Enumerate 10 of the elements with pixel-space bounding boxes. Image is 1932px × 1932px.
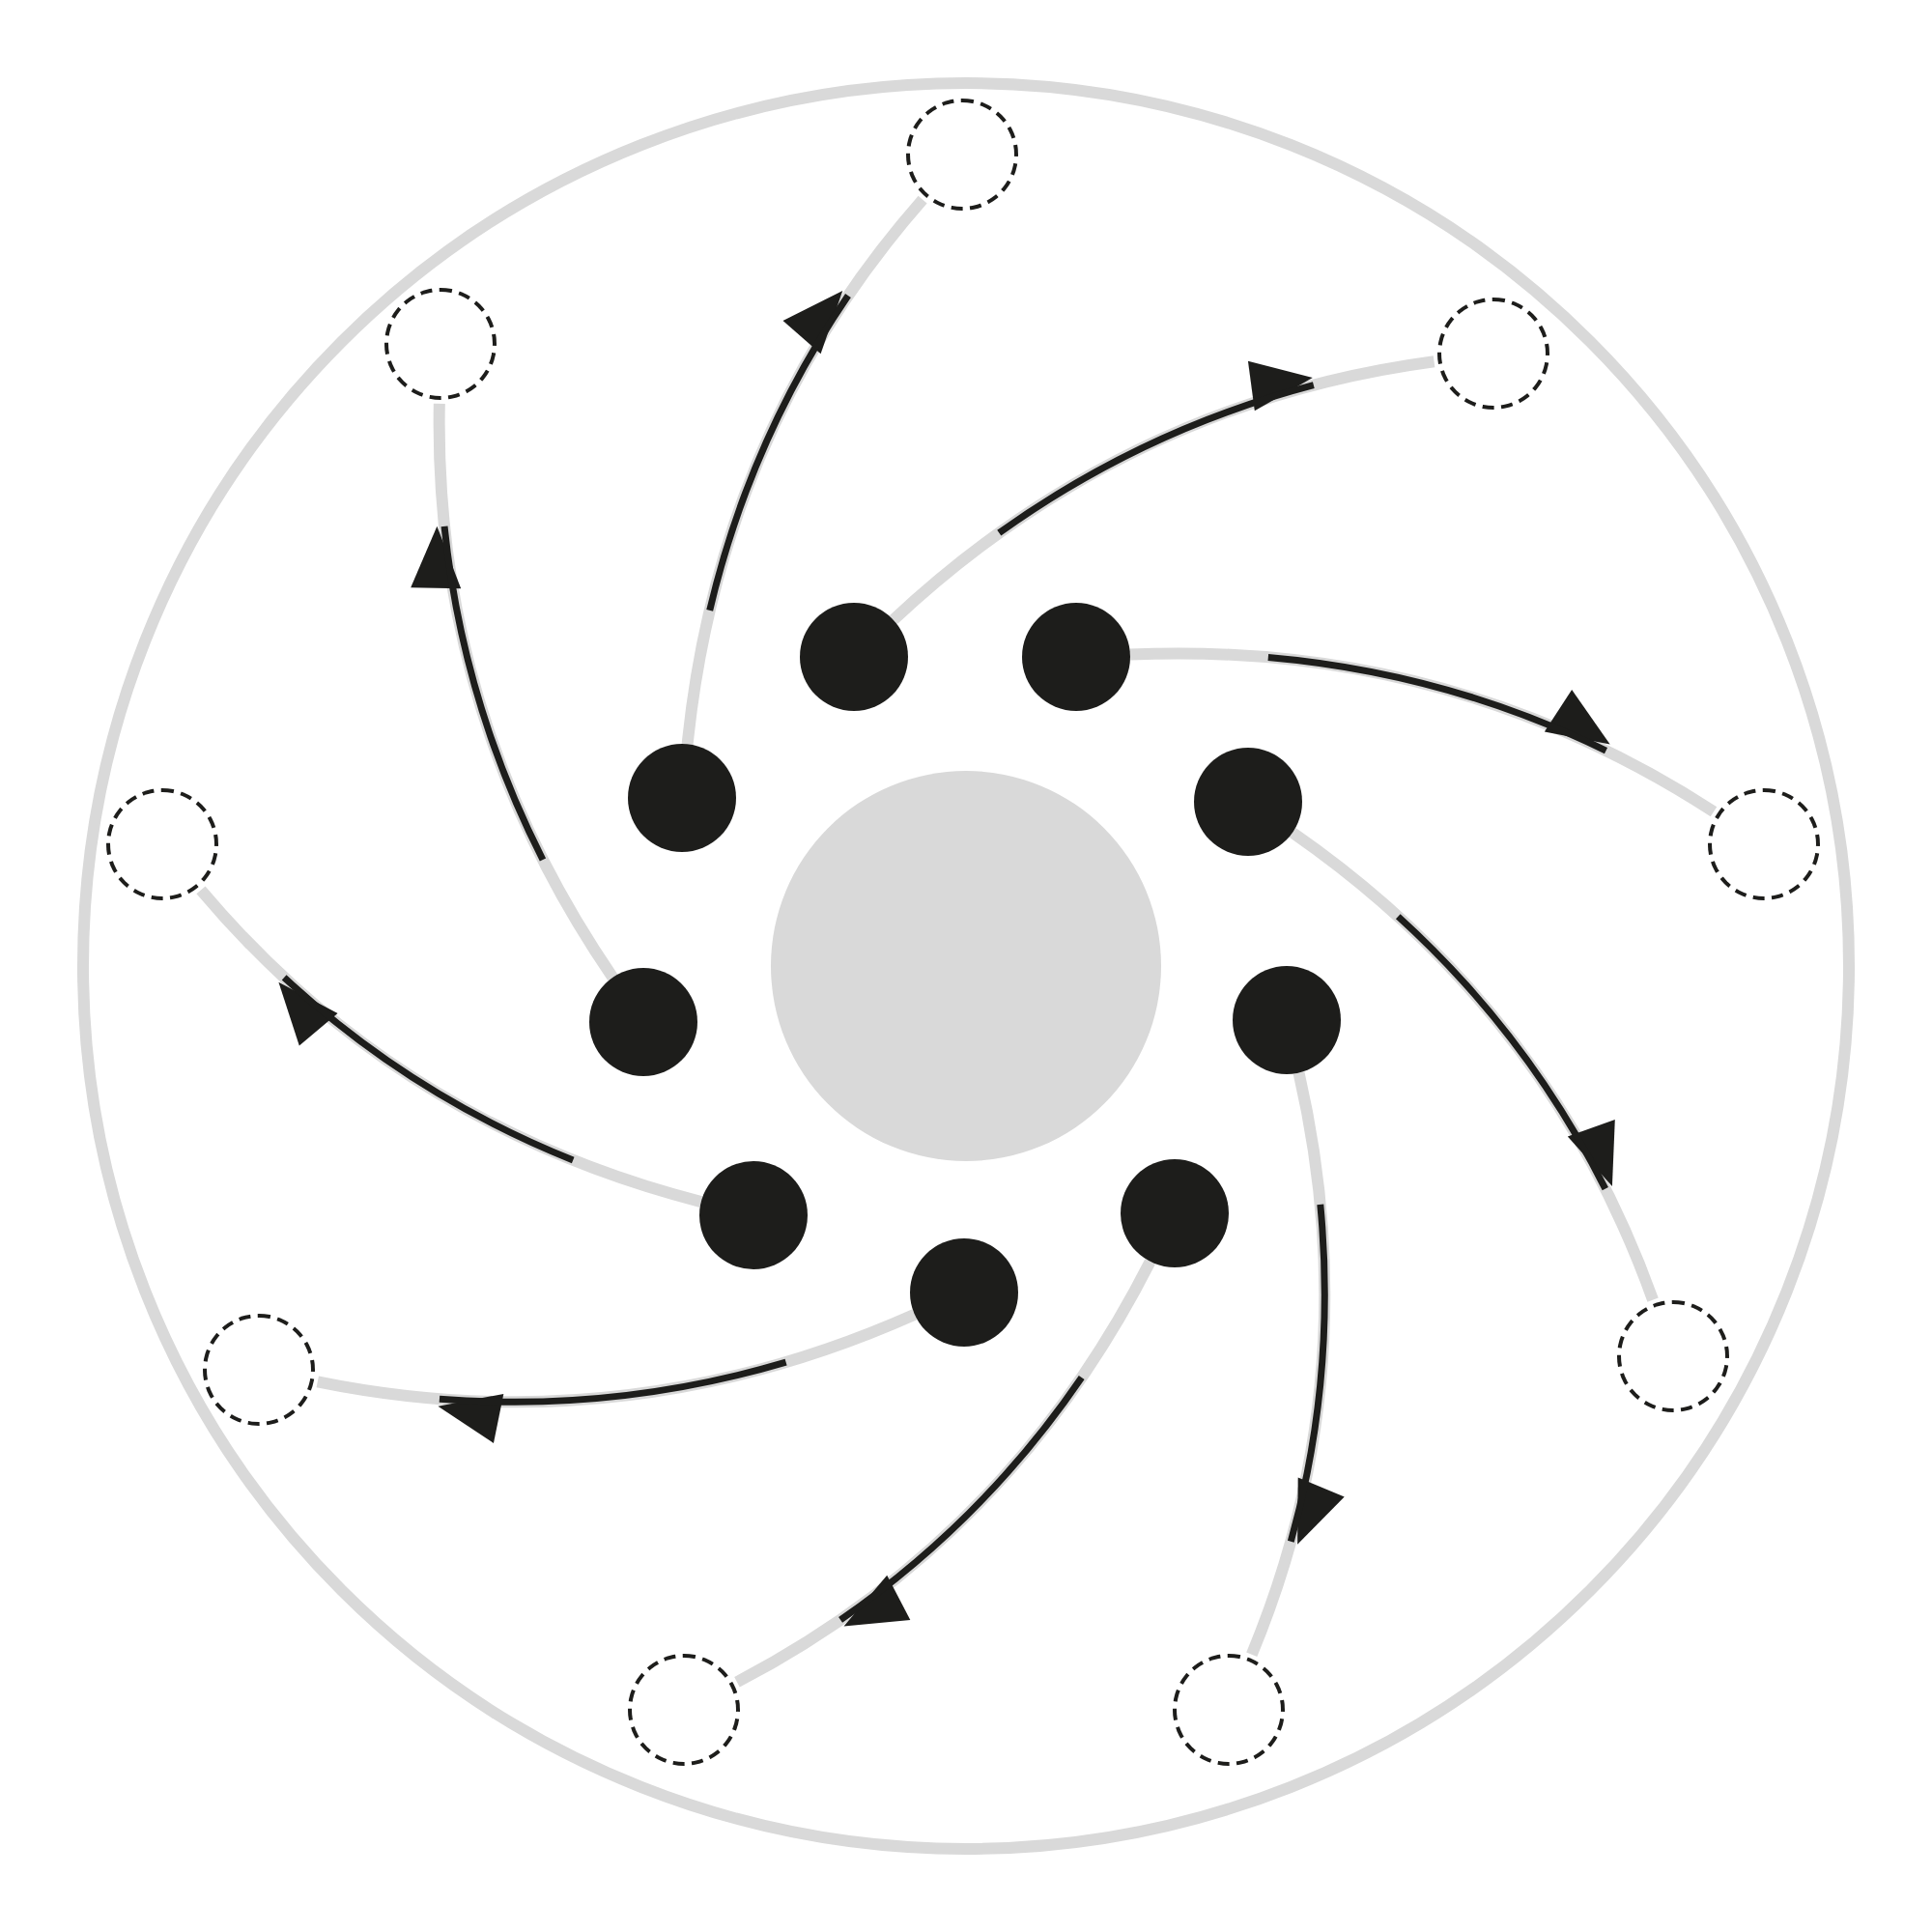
- boundary-circle: [77, 77, 1855, 1855]
- arrow: [889, 355, 1435, 625]
- arrow: [681, 195, 927, 746]
- arrow: [1289, 828, 1659, 1302]
- arrow: [316, 1309, 918, 1439]
- arrow: [1129, 647, 1718, 817]
- arrow: [414, 403, 618, 981]
- arrow: [196, 886, 703, 1208]
- arrow: [734, 1259, 1155, 1688]
- arrow: [1246, 1071, 1341, 1657]
